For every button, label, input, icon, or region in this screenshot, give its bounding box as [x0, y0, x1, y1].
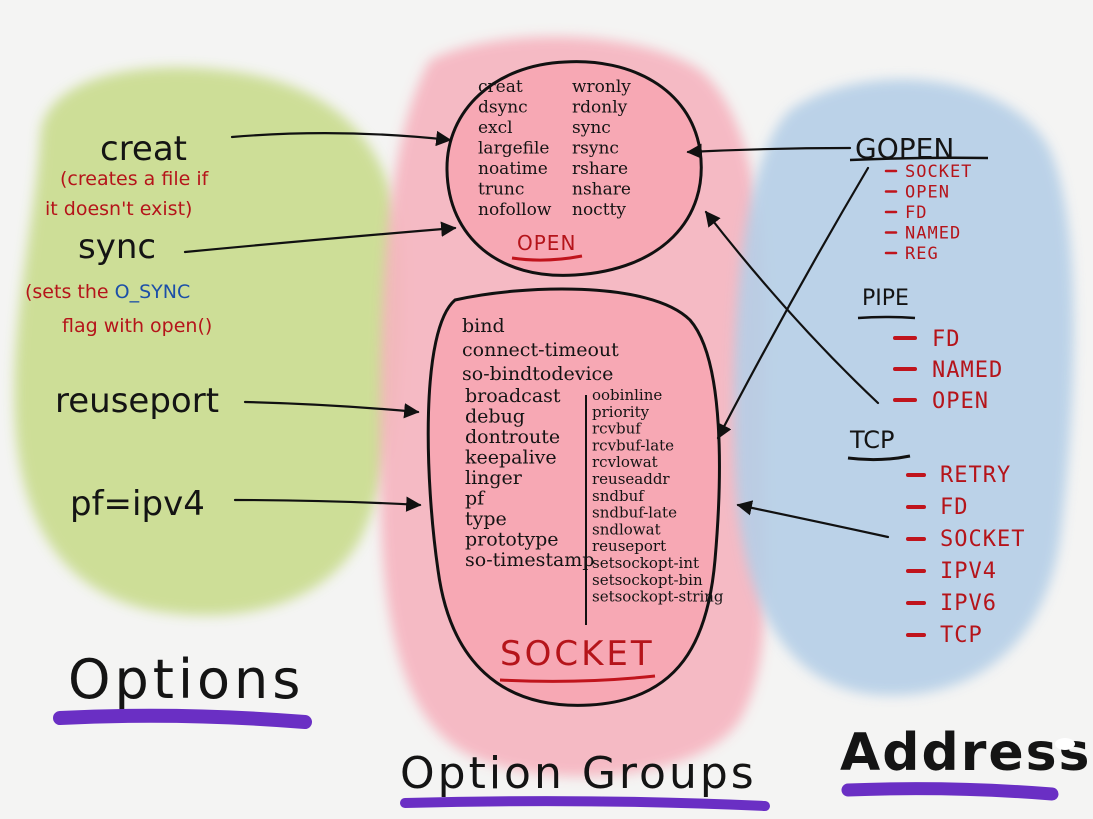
options-column: creat (creates a file if it doesn't exis… — [25, 129, 219, 524]
socket-option-item[interactable]: sndlowat — [592, 520, 661, 538]
socket-option-item[interactable]: reuseport — [592, 537, 666, 555]
open-option-item[interactable]: rsync — [572, 139, 619, 159]
socket-option-item[interactable]: keepalive — [465, 447, 557, 469]
open-option-item[interactable]: excl — [478, 118, 513, 138]
socket-option-item[interactable]: linger — [465, 467, 523, 489]
address-title: Address — [840, 723, 1092, 783]
pipe-underline — [857, 315, 916, 320]
socket-option-item[interactable]: setsockopt-int — [592, 554, 699, 572]
open-option-item[interactable]: sync — [572, 118, 611, 138]
options-title-underline — [53, 708, 312, 729]
socket-option-item[interactable]: rcvlowat — [592, 453, 658, 471]
option-sync-note: (sets the O_SYNC — [25, 281, 190, 303]
option-creat-note: (creates a file if — [60, 168, 210, 190]
socket-option-item[interactable]: broadcast — [465, 385, 561, 407]
pipe-items: FD NAMED OPEN — [893, 327, 1003, 414]
open-option-item[interactable]: rdonly — [572, 98, 628, 118]
socket-option-item[interactable]: sndbuf — [592, 487, 645, 505]
arrow-tcp-to-socket — [736, 500, 890, 539]
tcp-item[interactable]: SOCKET — [940, 527, 1025, 552]
tcp-item[interactable]: RETRY — [940, 463, 1011, 488]
gopen-item[interactable]: OPEN — [905, 183, 950, 203]
socket-group: bindconnect-timeoutso-bindtodevicebroadc… — [462, 315, 724, 606]
open-option-item[interactable]: nshare — [572, 180, 631, 200]
tcp-underline — [847, 454, 911, 462]
open-option-item[interactable]: creat — [478, 77, 523, 97]
socket-option-item[interactable]: priority — [592, 403, 650, 421]
pipe-item[interactable]: FD — [932, 327, 961, 352]
arrow-gopen-to-open — [686, 143, 852, 160]
arrow-sync-to-open — [183, 221, 457, 254]
gopen-item[interactable]: FD — [905, 203, 927, 223]
option-reuseport[interactable]: reuseport — [55, 381, 219, 421]
socket-option-item[interactable]: setsockopt-bin — [592, 571, 703, 589]
white-dot — [1055, 738, 1075, 750]
socket-option-item[interactable]: so-timestamp — [465, 549, 594, 571]
address-tcp-heading[interactable]: TCP — [849, 426, 894, 454]
arrow-gopen-to-socket — [716, 166, 870, 440]
pipe-item[interactable]: NAMED — [932, 358, 1003, 383]
address-pipe-heading[interactable]: PIPE — [862, 286, 909, 311]
open-label-underline — [511, 254, 583, 262]
open-group-circle[interactable] — [445, 60, 703, 277]
option-pf[interactable]: pf=ipv4 — [70, 484, 205, 524]
gopen-underline — [849, 156, 989, 162]
gopen-item[interactable]: REG — [905, 244, 939, 264]
open-option-item[interactable]: noatime — [478, 159, 548, 179]
option-sync[interactable]: sync — [78, 227, 156, 267]
o-sync-flag: O_SYNC — [115, 281, 191, 303]
socket-option-item[interactable]: oobinline — [592, 386, 662, 404]
options-title: Options — [68, 648, 304, 711]
options-blob — [14, 67, 402, 616]
socket-option-item[interactable]: so-bindtodevice — [462, 363, 613, 385]
socket-option-item[interactable]: dontroute — [465, 426, 560, 448]
socket-option-item[interactable]: bind — [462, 315, 505, 337]
address-title-underline — [841, 782, 1059, 801]
open-option-item[interactable]: noctty — [572, 200, 626, 220]
open-option-item[interactable]: rshare — [572, 159, 628, 179]
socket-label-underline — [499, 674, 656, 683]
socket-option-item[interactable]: pf — [465, 488, 486, 510]
open-option-item[interactable]: dsync — [478, 98, 528, 118]
socket-group-outline[interactable] — [426, 287, 721, 707]
open-option-item[interactable]: nofollow — [478, 200, 552, 220]
open-option-item[interactable]: largefile — [478, 139, 549, 159]
tcp-item[interactable]: TCP — [940, 623, 983, 648]
socket-option-item[interactable]: rcvbuf — [592, 420, 642, 438]
option-sync-note-prefix: (sets the — [25, 281, 115, 303]
option-creat[interactable]: creat — [100, 129, 187, 169]
socket-group-label: SOCKET — [500, 634, 655, 674]
socket-option-item[interactable]: prototype — [465, 529, 559, 551]
option-sync-note-2: flag with open() — [62, 315, 212, 337]
tcp-item[interactable]: FD — [940, 495, 969, 520]
arrow-pipe-to-open — [704, 210, 880, 405]
open-option-item[interactable]: wronly — [572, 77, 631, 97]
address-blob — [733, 79, 1074, 696]
open-option-item[interactable]: trunc — [478, 180, 524, 200]
socket-option-item[interactable]: debug — [465, 406, 525, 428]
socket-option-item[interactable]: sndbuf-late — [592, 504, 677, 522]
socket-option-item[interactable]: rcvbuf-late — [592, 436, 674, 454]
arrow-reuseport-to-socket — [243, 400, 420, 419]
option-creat-note-2: it doesn't exist) — [45, 198, 192, 220]
option-groups-title-underline — [400, 796, 770, 811]
arrow-pf-to-socket — [233, 496, 422, 512]
arrow-creat-to-open — [230, 130, 452, 147]
gopen-item[interactable]: NAMED — [905, 224, 961, 244]
socket-option-item[interactable]: connect-timeout — [462, 339, 619, 361]
option-groups-title: Option Groups — [400, 748, 757, 799]
open-group: creatdsyncexcllargefilenoatimetruncnofol… — [478, 77, 631, 220]
tcp-item[interactable]: IPV4 — [940, 559, 997, 584]
tcp-item[interactable]: IPV6 — [940, 591, 997, 616]
open-group-label: OPEN — [517, 231, 576, 255]
socket-option-item[interactable]: setsockopt-string — [592, 588, 724, 606]
socket-option-item[interactable]: reuseaddr — [592, 470, 670, 488]
socket-option-item[interactable]: type — [465, 508, 507, 530]
pipe-item[interactable]: OPEN — [932, 389, 989, 414]
gopen-item[interactable]: SOCKET — [905, 162, 972, 182]
